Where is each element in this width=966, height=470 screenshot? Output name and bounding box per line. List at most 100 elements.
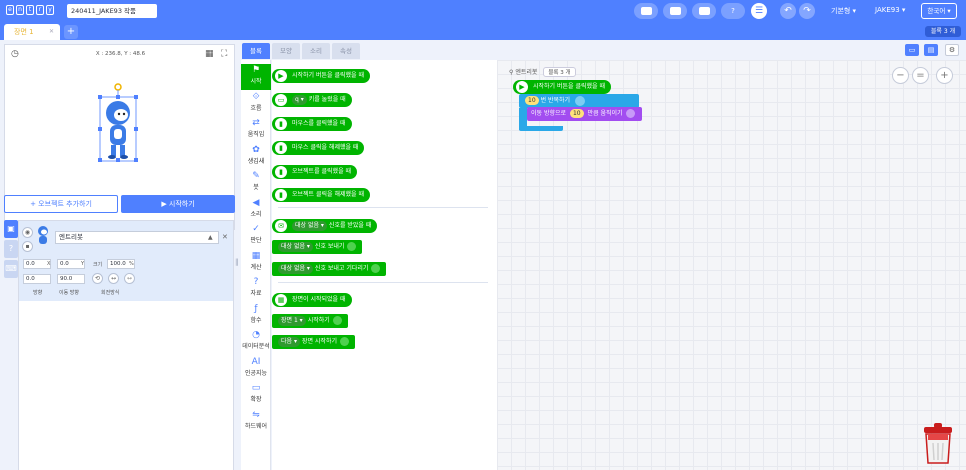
mode-dropdown[interactable]: 기본형 ▾ xyxy=(831,7,857,15)
block-when-start-clicked[interactable]: ▶시작하기 버튼을 클릭했을 때 xyxy=(272,69,370,83)
category-analysis[interactable]: ◔데이터분석 xyxy=(241,329,271,355)
x-input[interactable]: 0.0 xyxy=(23,259,51,269)
category-brush[interactable]: ✎붓 xyxy=(241,170,271,196)
help-button[interactable]: ? xyxy=(721,3,745,19)
collapse-icon[interactable]: ▲ xyxy=(208,234,213,241)
entrybot-sprite[interactable] xyxy=(97,69,139,165)
grid-icon[interactable]: ▦ xyxy=(205,49,214,59)
calc-icon: ▦ xyxy=(251,250,261,261)
category-judge[interactable]: ✓판단 xyxy=(241,223,271,249)
ai-icon: AI xyxy=(251,356,261,367)
ws-block-repeat[interactable]: 10 번 반복하기 xyxy=(519,94,639,108)
redo-icon: ↷ xyxy=(803,6,811,16)
block-when-mouse-released[interactable]: ▮마우스 클릭을 해제했을 때 xyxy=(272,141,365,155)
category-hardware[interactable]: ⇋하드웨어 xyxy=(241,409,271,435)
scene-bar: 장면 1 ✕ + xyxy=(0,22,966,40)
block-send-signal[interactable]: 대상 없음 ▾신호 보내기 xyxy=(272,240,363,254)
tab-sounds[interactable]: 소리 xyxy=(302,43,330,59)
save-button[interactable] xyxy=(692,3,716,19)
keyboard-tab[interactable]: ⌨ xyxy=(4,260,18,278)
category-flag[interactable]: ⚑시작 xyxy=(241,64,271,90)
block-when-mouse-clicked[interactable]: ▮마우스를 클릭했을 때 xyxy=(272,117,352,131)
looks-icon: ✿ xyxy=(252,144,260,155)
add-object-button[interactable]: + 오브젝트 추가하기 xyxy=(4,195,118,213)
x-unit-label: X xyxy=(47,261,51,267)
undo-button[interactable]: ↶ xyxy=(780,3,796,19)
print-button[interactable]: ☰ xyxy=(751,3,767,19)
file-icon xyxy=(669,7,681,15)
redo-button[interactable]: ↷ xyxy=(799,3,815,19)
block-when-signal-received[interactable]: ✉대상 없음 ▾신호를 받았을 때 xyxy=(272,219,378,233)
move-direction-input[interactable]: 90.0 xyxy=(57,274,85,284)
category-calc[interactable]: ▦ 계산 xyxy=(241,250,271,276)
comment-toggle-button[interactable]: ▤ xyxy=(924,44,938,56)
zoom-out-button[interactable]: − xyxy=(892,67,909,84)
move-value-field[interactable]: 10 xyxy=(569,109,584,118)
delete-object-icon[interactable]: ✕ xyxy=(222,233,228,241)
ws-block-move[interactable]: 이동 방향으로 10 만큼 움직이기 xyxy=(527,107,642,121)
category-label: 판단 xyxy=(250,237,262,244)
lock-icon[interactable]: ▪ xyxy=(22,241,33,252)
trash-icon[interactable] xyxy=(921,421,955,465)
rotate-none-icon[interactable]: ⇿ xyxy=(124,273,135,284)
comment-button[interactable]: ▭ xyxy=(905,44,919,56)
zoom-in-button[interactable]: + xyxy=(936,67,953,84)
category-looks[interactable]: ✿생김새 xyxy=(241,144,271,170)
user-menu[interactable]: JAKE93 ▾ xyxy=(875,6,906,14)
block-when-key-pressed[interactable]: ▭q ▾키를 눌렀을 때 xyxy=(272,93,352,107)
visibility-icon[interactable]: ◉ xyxy=(22,227,33,238)
logo-letter: e xyxy=(6,5,14,15)
script-workspace[interactable]: ⚲ 엔트리봇 블록 3 개 ▶시작하기 버튼을 클릭했을 때 10 번 반복하기… xyxy=(497,60,966,470)
block-send-signal-and-wait[interactable]: 대상 없음 ▾신호 보내고 기다리기 xyxy=(272,262,387,276)
size-input[interactable]: 100.0 xyxy=(107,259,135,269)
category-extension[interactable]: ▭확장 xyxy=(241,382,271,408)
object-icon: ▣ xyxy=(7,224,15,233)
block-start-next-scene[interactable]: 다음 ▾장면 시작하기 xyxy=(272,335,355,349)
menu-button[interactable] xyxy=(634,3,658,19)
logo-letter: r xyxy=(36,5,44,15)
block-when-object-released[interactable]: ▮오브젝트 클릭을 해제했을 때 xyxy=(272,188,370,202)
close-icon[interactable]: ✕ xyxy=(48,28,54,35)
language-dropdown[interactable]: 한국어 ▾ xyxy=(921,3,957,19)
object-tab[interactable]: ▣ xyxy=(4,220,18,238)
fullscreen-icon[interactable]: ⛶ xyxy=(221,49,228,59)
keyboard-icon: ⌨ xyxy=(5,264,17,273)
category-flow[interactable]: ⟐흐름 xyxy=(241,91,271,117)
direction-input[interactable]: 0.0 xyxy=(23,274,51,284)
block-when-scene-started[interactable]: ▦장면이 시작되었을 때 xyxy=(272,293,352,307)
tools-button[interactable]: ⚙ xyxy=(945,44,959,56)
tab-blocks[interactable]: 블록 xyxy=(242,43,270,59)
comment-icon: ▭ xyxy=(908,46,916,54)
speed-icon[interactable]: ◷ xyxy=(11,49,19,59)
tab-shapes[interactable]: 모양 xyxy=(272,43,300,59)
rotate-horizontal-icon[interactable]: ↔ xyxy=(108,273,119,284)
add-scene-button[interactable]: + xyxy=(64,25,78,39)
scene-tab[interactable]: 장면 1 ✕ xyxy=(4,24,60,40)
save-icon xyxy=(698,7,710,15)
project-title-input[interactable]: 240411_JAKE93 작품 xyxy=(67,4,157,18)
start-button[interactable]: ▶ 시작하기 xyxy=(121,195,235,213)
file-button[interactable] xyxy=(663,3,687,19)
rotate-free-icon[interactable]: ⟲ xyxy=(92,273,103,284)
category-label: 소리 xyxy=(250,210,262,218)
object-card[interactable]: ◉ ▪ 엔트리봇 ▲ ✕ 0.0 X 0.0 Y 크기 100.0 % 0.0 … xyxy=(19,221,233,301)
category-label: 시작 xyxy=(250,78,262,85)
category-sound[interactable]: ◀소리 xyxy=(241,197,271,223)
tab-properties[interactable]: 속성 xyxy=(332,43,360,59)
category-label: 계산 xyxy=(250,263,262,271)
help-tab[interactable]: ? xyxy=(4,240,18,258)
object-name-input[interactable]: 엔트리봇 xyxy=(55,231,219,244)
block-when-object-clicked[interactable]: ▮오브젝트를 클릭했을 때 xyxy=(272,165,358,179)
category-data[interactable]: ?자료 xyxy=(241,276,271,302)
panel-resize-handle[interactable]: ‖ xyxy=(235,258,239,266)
block-start-scene[interactable]: 장면 1 ▾시작하기 xyxy=(272,314,348,328)
y-input[interactable]: 0.0 xyxy=(57,259,85,269)
category-move[interactable]: ⇄움직임 xyxy=(241,117,271,143)
repeat-count-field[interactable]: 10 xyxy=(525,96,539,105)
keyboard-icon: ▭ xyxy=(275,94,287,106)
ws-block-when-start-clicked[interactable]: ▶시작하기 버튼을 클릭했을 때 xyxy=(513,80,611,94)
zoom-reset-button[interactable]: = xyxy=(912,67,929,84)
